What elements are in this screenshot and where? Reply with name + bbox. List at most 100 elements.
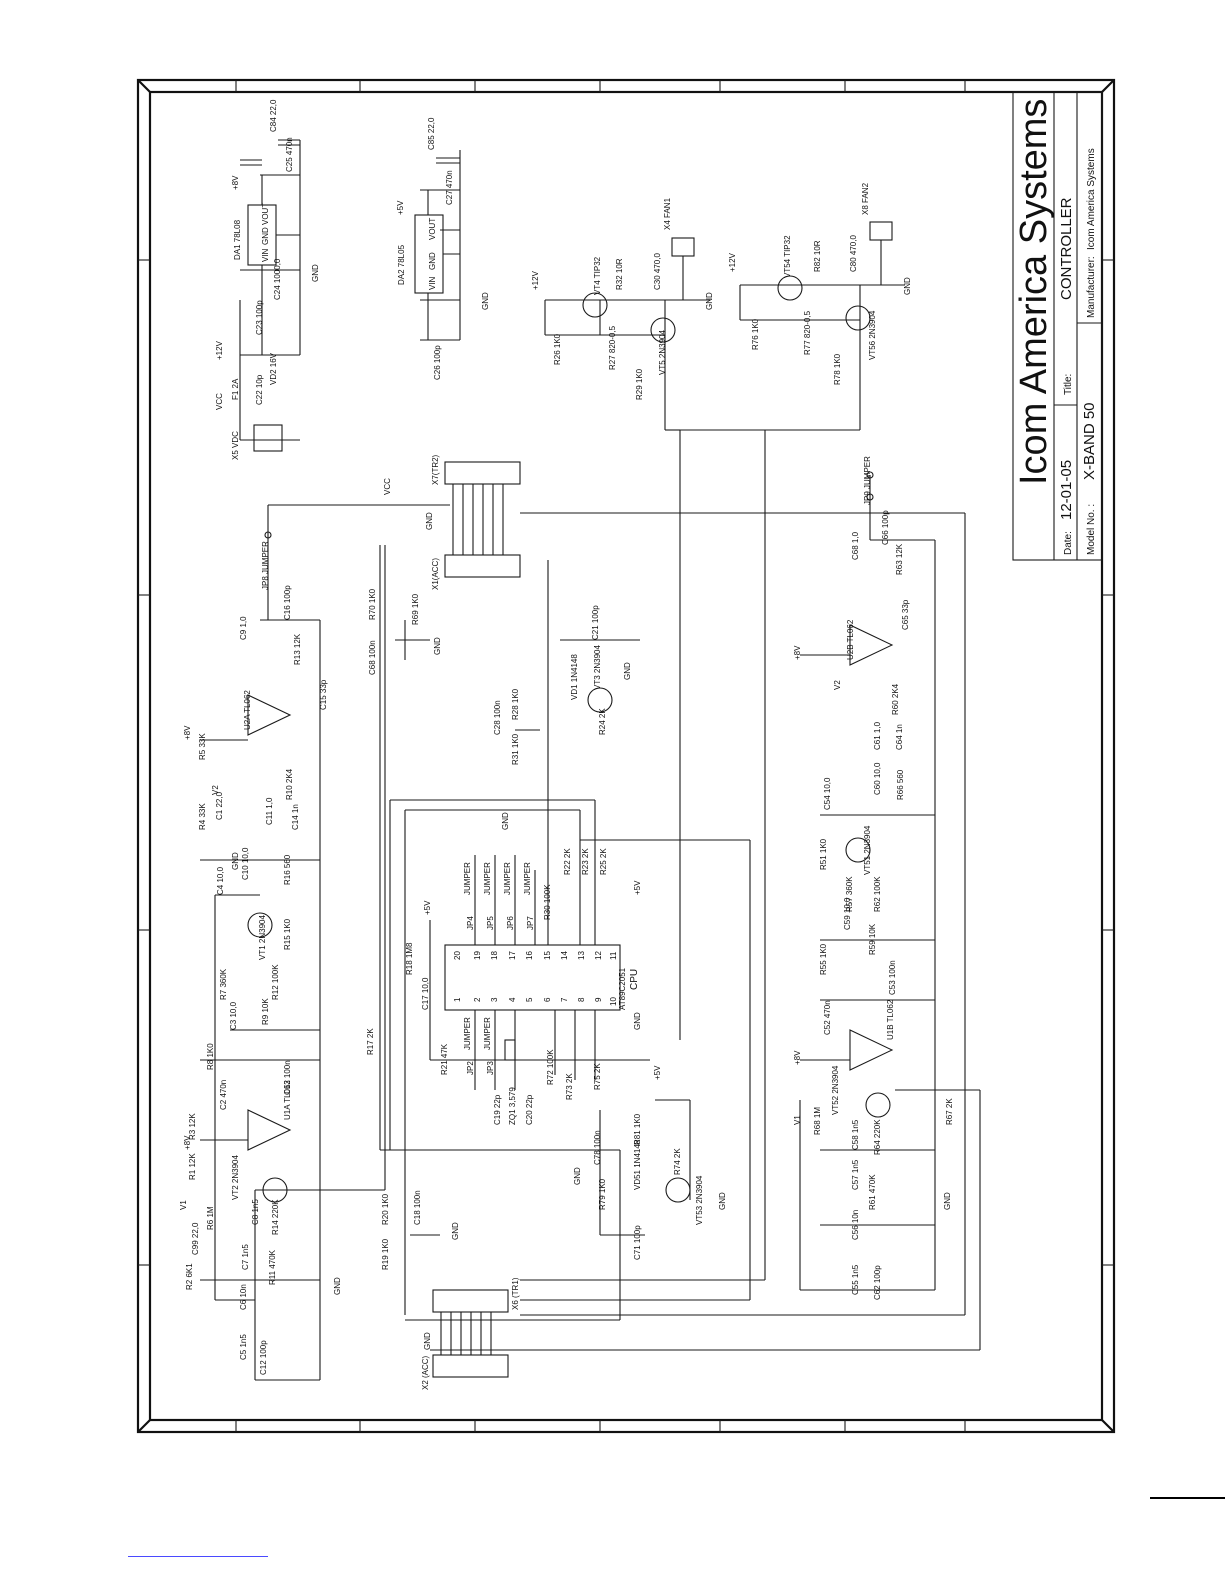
cpu-label: CPU (629, 969, 640, 990)
r78-label: R78 1K0 (833, 353, 842, 385)
r3-label: R3 12K (188, 1113, 197, 1140)
r55-label: R55 1K0 (819, 943, 828, 975)
r31-label: R31 1K0 (511, 733, 520, 765)
c18-label: C18 100n (413, 1190, 422, 1225)
r19-label: R19 1K0 (381, 1238, 390, 1270)
c30-label: C30 470,0 (653, 253, 662, 290)
drawing-frame (136, 78, 1116, 1434)
mid-section: R70 1K0 C68 100n R69 1K0 R19 1K0 R20 1K0… (368, 430, 981, 1351)
r2-label: R2 6K1 (185, 1263, 194, 1290)
c65-label: C65 33p (901, 599, 910, 630)
cpu-pin: 11 (609, 951, 618, 960)
amp2-8v-1: +8V (793, 645, 802, 660)
u1a-label: U1A TL062 (283, 1080, 292, 1120)
cpu-pin: 17 (508, 951, 517, 960)
c52-label: C52 470n (823, 1000, 832, 1035)
company-name: Icom America Systems (1013, 99, 1055, 485)
c10-label: C10 10,0 (241, 847, 250, 880)
r1-label: R1 12K (188, 1153, 197, 1180)
c1-label: C1 22,0 (215, 791, 224, 820)
cpu-pin: 13 (577, 951, 586, 960)
u1b-label: U1B TL062 (886, 999, 895, 1040)
cpu-pin: 9 (594, 997, 603, 1002)
conn-vcc-label: VCC (383, 478, 392, 495)
da1-pin-gnd: GND (261, 227, 270, 245)
fan1-connector-label: X4 FAN1 (663, 197, 672, 230)
cpu-pin: 3 (490, 997, 499, 1002)
c59-label: C59 10,0 (843, 897, 852, 930)
vt51-label: VT51 2N3904 (863, 825, 872, 875)
cpu-pin: 15 (543, 951, 552, 960)
r51-label: R51 1K0 (819, 838, 828, 870)
jumper-label: JUMPER (523, 862, 532, 895)
r82-label: R82 10R (813, 240, 822, 272)
amp1-8v-2: +8V (183, 1135, 192, 1150)
vt53-label: VT53 2N3904 (695, 1175, 704, 1225)
c21-label: C21 100p (591, 605, 600, 640)
cpu-pin: 12 (594, 951, 603, 960)
c64-label: C64 1n (895, 724, 904, 750)
da1-pin-vin: VIN (261, 248, 270, 262)
c17-label: C17 10,0 (421, 977, 430, 1010)
c2-label: C2 470n (219, 1080, 228, 1110)
vd2-label: VD2 16V (269, 352, 278, 385)
da1-label: DA1 78L08 (233, 219, 242, 260)
cap-c23: C23 100p (255, 300, 264, 335)
c62-label: C62 100p (873, 1265, 882, 1300)
vt52-label: VT52 2N3904 (831, 1065, 840, 1115)
jp9-label: JP9 JUMPER (863, 456, 872, 505)
c68-label: R69 1K0 (411, 593, 420, 625)
cpu-pin: 8 (577, 997, 586, 1002)
cpu-pin: 16 (525, 951, 534, 960)
rail-vcc: VCC (215, 393, 224, 410)
r5-label: R5 33K (198, 733, 207, 760)
r8-label: R8 1K0 (206, 1043, 215, 1070)
r72-label: R72 100K (546, 1049, 555, 1085)
misc-gnd-2: GND (451, 1222, 460, 1240)
r81-label: R81 1K0 (633, 1113, 642, 1145)
jumper-label: JUMPER (463, 1017, 472, 1050)
jp7-label: JP7 (526, 916, 535, 930)
c80-label: C80 470,0 (849, 235, 858, 272)
cpu-5v-2: +5V (633, 880, 642, 895)
r23-label: R23 2K (581, 848, 590, 875)
cap-c85: C85 22,0 (427, 117, 436, 150)
c12-label: C12 100p (259, 1340, 268, 1375)
footer-link-underline[interactable] (128, 1556, 268, 1557)
r12-label: R12 100K (271, 964, 280, 1000)
c56-label: C56 10n (851, 1210, 860, 1240)
c68b-label: C68 1,0 (851, 531, 860, 560)
r60-label: R60 2K4 (891, 683, 900, 715)
da1-pin-vout: VOUT (261, 203, 270, 225)
x2-label: X2 (ACC) (421, 1355, 430, 1390)
cpu-pin: 10 (609, 997, 618, 1006)
vt2-label: VT2 2N3904 (231, 1155, 240, 1200)
c16-label: C16 100p (283, 585, 292, 620)
cpu-pin: 6 (543, 997, 552, 1002)
c99-label: C99 22,0 (191, 1222, 200, 1255)
cpu-pin: 4 (508, 997, 517, 1002)
r22-label: R22 2K (563, 848, 572, 875)
cpu-pin: 20 (453, 951, 462, 960)
da2-pin-vin: VIN (428, 276, 437, 290)
vd51-label: VD51 1N4148 (633, 1139, 642, 1190)
c11-label: C11 1,0 (265, 797, 274, 825)
power-supply-section: DA1 78L08 DA2 78L05 VIN GND VOUT VIN GND… (215, 99, 490, 460)
amp2-gnd-1: GND (943, 1192, 952, 1210)
c15-label: C15 33p (319, 679, 328, 710)
r70-label: C68 100n (368, 640, 377, 675)
zq1-label: ZQ1 3,579 (508, 1087, 517, 1125)
c71-label: C71 100p (633, 1225, 642, 1260)
r11-label: R11 470K (268, 1249, 277, 1285)
c54-label: C54 10,0 (823, 777, 832, 810)
vt4-label: VT4 TIP32 (593, 256, 602, 295)
v2-input-label: V2 (211, 785, 220, 795)
c6-label: C6 10n (239, 1284, 248, 1310)
cpu-pin: 1 (453, 997, 462, 1002)
c3-label: C3 10,0 (229, 1001, 238, 1030)
rail-gnd-1: GND (311, 264, 320, 282)
r13-label: R13 12K (293, 633, 302, 665)
manufacturer-value: Icom America Systems (1086, 148, 1097, 250)
cpu-pin: 19 (473, 951, 482, 960)
